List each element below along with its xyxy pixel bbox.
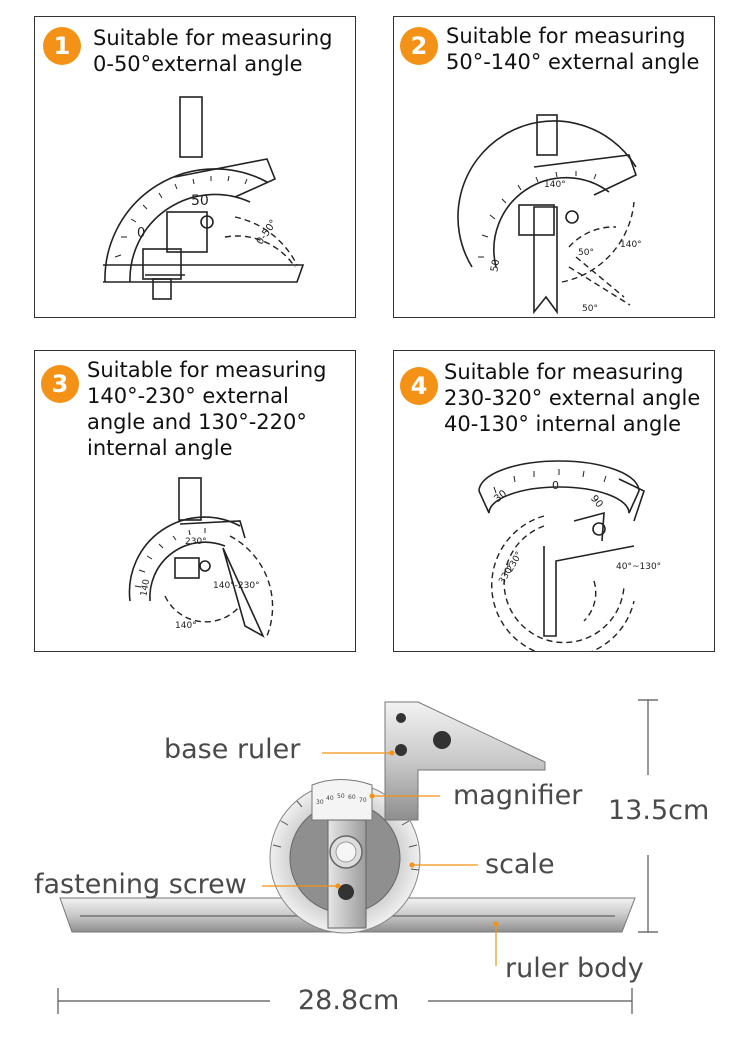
panel-4-line-2: 230-320° external angle bbox=[444, 386, 701, 410]
outer-arc bbox=[457, 120, 637, 268]
protractor-illustration-1: 50 0 0-50° bbox=[103, 96, 305, 300]
panel-4-line-1: Suitable for measuring bbox=[444, 360, 684, 384]
panel-2-description: Suitable for measuring 50°-140° external… bbox=[446, 23, 699, 75]
base-ruler-shape bbox=[103, 264, 305, 283]
panel-3: 3 Suitable for measuring 140°-230° exter… bbox=[34, 350, 356, 652]
panel-3-line-1: Suitable for measuring bbox=[87, 358, 327, 382]
blade-vertical bbox=[179, 96, 203, 158]
step-badge-3: 3 bbox=[41, 365, 79, 403]
label-fastening-screw: fastening screw bbox=[34, 869, 247, 900]
angle-label-140-bottom: 140° bbox=[175, 621, 197, 631]
panel-4-description: Suitable for measuring 230-320° external… bbox=[444, 359, 700, 437]
dimension-width: 28.8cm bbox=[298, 985, 400, 1016]
panel-2: 2 Suitable for measuring 50°-140° extern… bbox=[393, 16, 715, 318]
panel-1-line-2: 0-50°external angle bbox=[93, 52, 303, 76]
protractor-illustration-2: 140° 50 50° 140° 50° bbox=[457, 114, 642, 315]
angle-label-50-b: 50° bbox=[582, 304, 598, 314]
protractor-illustration-4: 30 0 90 230° 330° 40°~130° bbox=[478, 460, 661, 651]
step-badge-4: 4 bbox=[400, 367, 438, 405]
panel-2-line-1: Suitable for measuring bbox=[446, 24, 686, 48]
panel-3-line-3: angle and 130°-220° bbox=[87, 410, 307, 434]
magnifier bbox=[311, 779, 373, 821]
dimension-height: 13.5cm bbox=[608, 795, 710, 826]
dial-number-60: 60 bbox=[348, 794, 356, 801]
panel-3-description: Suitable for measuring 140°-230° externa… bbox=[87, 357, 327, 461]
scale-label-0: 0 bbox=[552, 479, 559, 492]
outer-arc bbox=[104, 168, 268, 283]
leader-lines bbox=[262, 752, 497, 966]
label-ruler-body: ruler body bbox=[505, 953, 644, 984]
protractor-illustration-3: 230° 140 140°-230° 140° bbox=[128, 477, 274, 638]
scale-label-90: 90 bbox=[588, 493, 605, 510]
dial-number-50: 50 bbox=[337, 793, 345, 800]
dial-number-40: 40 bbox=[326, 795, 334, 802]
step-badge-1: 1 bbox=[43, 27, 81, 65]
inner-arc bbox=[129, 193, 251, 283]
base-ruler bbox=[384, 701, 546, 821]
panel-3-line-4: internal angle bbox=[87, 436, 233, 460]
blade-vertical bbox=[543, 545, 635, 637]
angle-label-140: 140° bbox=[620, 240, 642, 250]
panel-1: 1 Suitable for measuring 0-50°external a… bbox=[34, 16, 356, 318]
dimension-lines bbox=[57, 699, 658, 1014]
label-base-ruler: base ruler bbox=[164, 734, 301, 765]
outer-arc bbox=[128, 516, 241, 602]
panel-3-line-2: 140°-230° external bbox=[87, 384, 289, 408]
scale-label-140: 140° bbox=[544, 180, 566, 190]
label-scale: scale bbox=[485, 849, 555, 880]
scale-label-230: 230° bbox=[185, 537, 207, 547]
scale-label-50: 50 bbox=[191, 193, 209, 209]
scale-label-0: 0 bbox=[137, 226, 145, 241]
scale-label-140: 140 bbox=[139, 578, 152, 597]
angle-label-140-230: 140°-230° bbox=[213, 581, 260, 591]
upper-scale bbox=[478, 460, 640, 514]
blade-vertical bbox=[533, 206, 558, 315]
panel-1-description: Suitable for measuring 0-50°external ang… bbox=[93, 25, 333, 77]
panel-4: 4 Suitable for measuring 230-320° extern… bbox=[393, 350, 715, 652]
panel-1-line-1: Suitable for measuring bbox=[93, 26, 333, 50]
product-illustration: 30 40 50 60 70 bbox=[57, 699, 658, 1014]
fastening-screw bbox=[338, 884, 354, 900]
label-magnifier: magnifier bbox=[453, 780, 583, 811]
blade-diagonal bbox=[222, 547, 265, 638]
panel-2-line-2: 50°-140° external angle bbox=[446, 50, 700, 74]
angle-label-40-130: 40°~130° bbox=[616, 562, 661, 572]
step-badge-2: 2 bbox=[400, 27, 438, 65]
scale-label-50: 50 bbox=[489, 258, 502, 272]
dial-number-70: 70 bbox=[359, 797, 367, 804]
panel-4-line-3: 40-130° internal angle bbox=[444, 412, 682, 436]
angle-label-50-a: 50° bbox=[578, 248, 594, 258]
dial-number-30: 30 bbox=[316, 799, 324, 806]
